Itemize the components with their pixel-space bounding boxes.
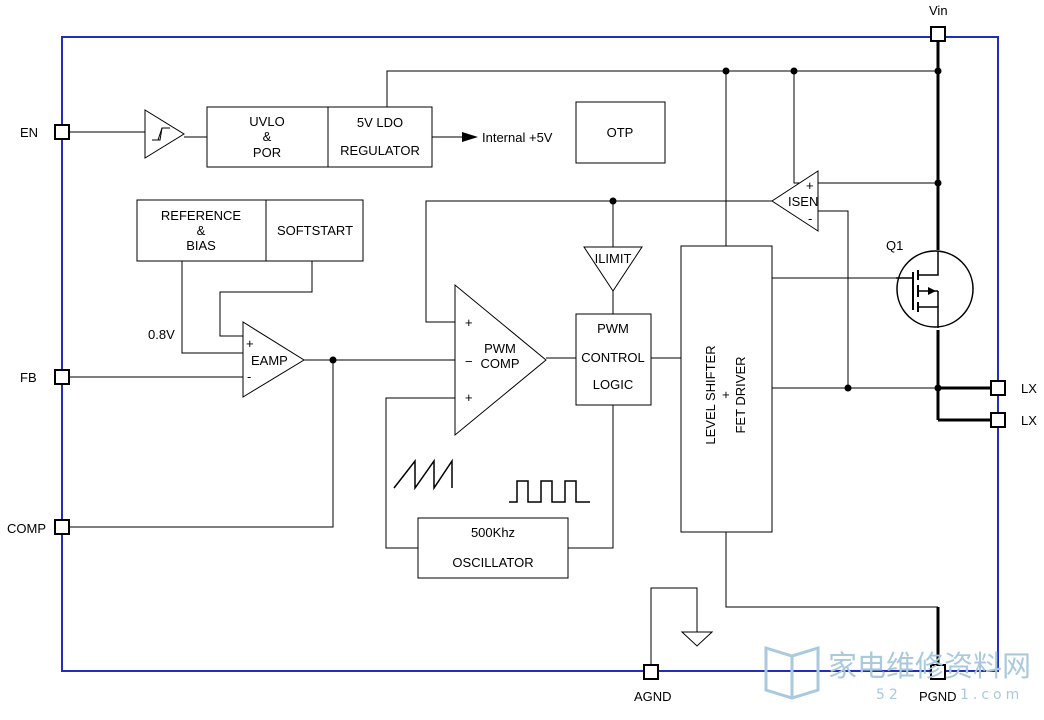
hysteresis-icon — [152, 127, 170, 141]
pwmcomp-line1: PWM — [484, 341, 516, 356]
pwm-logic-block — [575, 313, 652, 406]
pin-label-en: EN — [20, 125, 38, 140]
book-logo-icon — [764, 645, 820, 700]
uvlo-block — [206, 106, 329, 168]
ls-line2: + — [718, 391, 733, 399]
ilimit-label: ILIMIT — [595, 251, 632, 266]
watermark-url-suffix: 1.com — [960, 687, 1023, 703]
ref-line3: BIAS — [186, 238, 216, 253]
uvlo-line3: POR — [253, 145, 281, 160]
ilimit-block — [583, 246, 643, 292]
softstart-label: SOFTSTART — [277, 223, 353, 238]
ref-line2: & — [197, 223, 206, 238]
internal-arrow-icon — [462, 132, 478, 142]
watermark-url-prefix: 52 — [876, 687, 902, 703]
pin-vin — [930, 26, 946, 42]
power-wires — [936, 42, 992, 665]
isen-label: ISEN — [788, 194, 818, 209]
q1-label: Q1 — [886, 238, 903, 253]
ldo-line1: 5V LDO — [357, 115, 403, 130]
isen-plus: + — [806, 178, 814, 193]
eamp-plus: + — [246, 336, 254, 351]
isen-minus: - — [808, 211, 812, 226]
pwmcomp-minus: − — [465, 354, 473, 369]
ground-icon — [680, 631, 714, 647]
osc-line2: OSCILLATOR — [452, 555, 533, 570]
pin-label-comp: COMP — [7, 521, 46, 536]
pin-pgnd — [930, 664, 946, 680]
pin-squares — [54, 26, 1006, 680]
eamp-label: EAMP — [251, 353, 288, 368]
internal-5v-label: Internal +5V — [482, 130, 553, 145]
pin-en — [54, 124, 70, 140]
uvlo-line2: & — [263, 129, 272, 144]
watermark-cn: 家电维修资料网 — [828, 649, 1031, 683]
eamp-block — [242, 321, 305, 398]
ldo-line2: REGULATOR — [340, 143, 420, 158]
otp-block — [575, 101, 666, 164]
pin-label-lx1: LX — [1021, 381, 1037, 396]
oscillator-block — [417, 517, 569, 579]
pin-lx2 — [990, 412, 1006, 428]
schmitt-buffer — [144, 109, 185, 159]
pin-lx1 — [990, 380, 1006, 396]
junction-dots — [329, 67, 942, 392]
pin-label-lx2: LX — [1021, 413, 1037, 428]
osc-line1: 500Khz — [471, 525, 515, 540]
pin-label-agnd: AGND — [634, 689, 672, 704]
pwmcomp-line2: COMP — [481, 356, 520, 371]
pin-agnd — [643, 664, 659, 680]
q1-mosfet — [896, 250, 974, 328]
reference-block — [136, 199, 267, 262]
eamp-minus: - — [247, 369, 251, 384]
ls-line3: FET DRIVER — [733, 356, 748, 433]
pwmlogic-line2: CONTROL — [581, 350, 645, 365]
pwmlogic-line1: PWM — [597, 321, 629, 336]
pin-comp — [54, 519, 70, 535]
pin-label-vin: Vin — [929, 3, 948, 18]
uvlo-line1: UVLO — [249, 114, 284, 129]
isen-block — [771, 170, 819, 232]
pin-label-fb: FB — [20, 370, 37, 385]
pwmcomp-plus-top: + — [465, 315, 473, 330]
ref-line1: REFERENCE — [161, 208, 242, 223]
ldo-block — [327, 106, 433, 168]
chip-boundary — [61, 36, 999, 672]
pwmlogic-line3: LOGIC — [593, 377, 633, 392]
ls-line1: LEVEL SHIFTER — [703, 345, 718, 444]
softstart-block — [265, 199, 364, 262]
otp-label: OTP — [607, 125, 634, 140]
sawtooth-wave-icon — [393, 458, 453, 491]
level-shifter-block — [680, 245, 773, 533]
pin-fb — [54, 369, 70, 385]
pwmcomp-plus-bottom: + — [465, 390, 473, 405]
pin-label-pgnd: PGND — [919, 689, 957, 704]
wires — [69, 70, 938, 665]
square-wave-icon — [509, 480, 590, 503]
pwm-comp-block — [454, 283, 547, 437]
watermark: 家电维修资料网 52 1.com — [764, 645, 1031, 703]
vref-label: 0.8V — [148, 327, 175, 342]
